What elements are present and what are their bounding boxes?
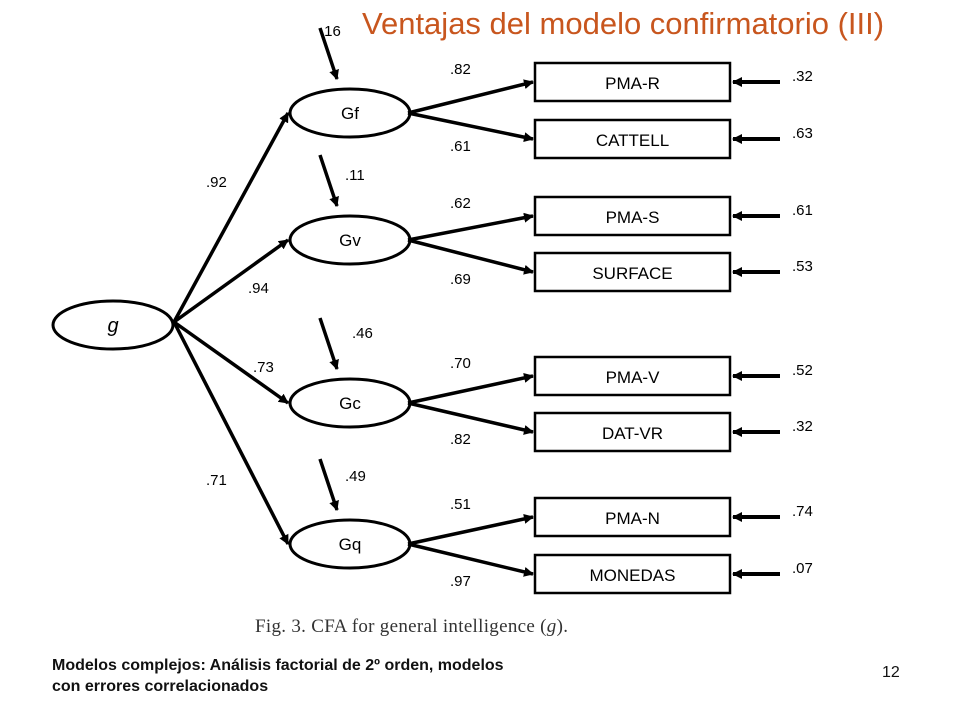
- ellipse-g: [51, 299, 175, 351]
- page-number: 12: [882, 664, 900, 681]
- slide-footnote-line-1: Modelos complejos: Análisis factorial de…: [52, 657, 504, 674]
- path-gf-pma-r: [407, 79, 534, 115]
- label-gc: Gc: [339, 394, 361, 413]
- label-gf: Gf: [341, 104, 359, 123]
- loading-dat-vr: .82: [450, 431, 471, 448]
- path-gc-dat-vr: [407, 401, 534, 435]
- box-cattell: [533, 118, 732, 160]
- error-dat-vr: .32: [792, 418, 813, 435]
- label-dat-vr: DAT-VR: [602, 424, 663, 443]
- disturbance-arrow-gq: [318, 458, 339, 511]
- disturbance-arrow-gc: [318, 317, 339, 370]
- box-monedas: [533, 553, 732, 595]
- loading-surface: .69: [450, 271, 471, 288]
- box-dat-vr: [533, 411, 732, 453]
- loading-pma-v: .70: [450, 355, 471, 372]
- loading-pma-s: .62: [450, 195, 471, 212]
- disturbance-gc: .46: [352, 325, 373, 342]
- box-pma-v: [533, 355, 732, 397]
- figure-caption-suffix: ).: [556, 616, 569, 637]
- box-pma-s: [533, 195, 732, 237]
- loading-g-gc: .73: [253, 359, 274, 376]
- figure-caption: Fig. 3. CFA for general intelligence (g)…: [255, 616, 568, 638]
- figure-caption-prefix: Fig. 3. CFA for general intelligence (: [255, 616, 547, 637]
- path-g-gc: [172, 320, 290, 405]
- path-g-gf: [172, 112, 290, 323]
- label-gv: Gv: [339, 231, 361, 250]
- disturbance-arrow-gf: [318, 27, 339, 80]
- label-monedas: MONEDAS: [590, 566, 676, 585]
- slide-footnote: Modelos complejos: Análisis factorial de…: [52, 655, 692, 697]
- path-gf-cattell: [407, 111, 534, 143]
- error-surface: .53: [792, 258, 813, 275]
- slide-title: Ventajas del modelo confirmatorio (III): [362, 6, 885, 41]
- loading-g-gf: .92: [206, 174, 227, 191]
- path-g-gq: [172, 321, 290, 545]
- error-pma-s: .61: [792, 202, 813, 219]
- label-pma-s: PMA-S: [606, 208, 660, 227]
- loading-monedas: .97: [450, 573, 471, 590]
- label-gq: Gq: [339, 535, 362, 554]
- label-cattell: CATTELL: [596, 131, 669, 150]
- disturbance-arrow-gv: [318, 154, 339, 207]
- error-pma-n: .74: [792, 503, 813, 520]
- loading-cattell: .61: [450, 138, 471, 155]
- loading-pma-r: .82: [450, 61, 471, 78]
- label-pma-r: PMA-R: [605, 74, 660, 93]
- label-pma-v: PMA-V: [606, 368, 661, 387]
- label-surface: SURFACE: [592, 264, 672, 283]
- error-pma-r: .32: [792, 68, 813, 85]
- disturbance-gf: .16: [320, 23, 341, 40]
- path-gq-pma-n: [407, 514, 534, 546]
- path-gv-pma-s: [407, 212, 534, 242]
- path-gv-surface: [407, 238, 534, 275]
- error-cattell: .63: [792, 125, 813, 142]
- path-g-gv: [172, 238, 290, 324]
- label-g: g: [107, 315, 118, 337]
- box-surface: [533, 251, 732, 293]
- error-monedas: .07: [792, 560, 813, 577]
- path-gc-pma-v: [407, 373, 534, 405]
- loading-g-gq: .71: [206, 472, 227, 489]
- label-pma-n: PMA-N: [605, 509, 660, 528]
- loading-pma-n: .51: [450, 496, 471, 513]
- loading-g-gv: .94: [248, 280, 269, 297]
- error-pma-v: .52: [792, 362, 813, 379]
- disturbance-gv: .11: [345, 167, 365, 184]
- path-gq-monedas: [407, 542, 534, 577]
- disturbance-gq: .49: [345, 468, 366, 485]
- box-pma-n: [533, 496, 732, 538]
- figure-caption-symbol: g: [546, 616, 557, 637]
- box-pma-r: [533, 61, 732, 103]
- slide-footnote-line-2: con errores correlacionados: [52, 678, 269, 695]
